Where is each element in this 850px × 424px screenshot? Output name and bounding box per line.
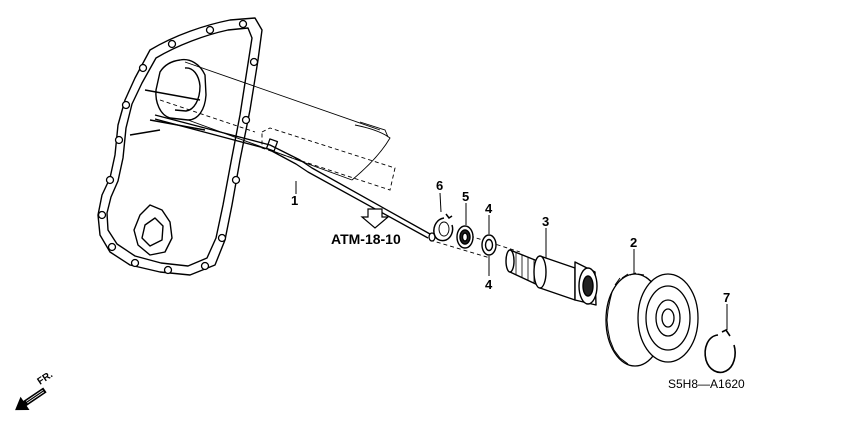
- shaft-3: [505, 249, 598, 306]
- snap-ring-7: [704, 328, 736, 374]
- callout-4-top: 4: [485, 201, 493, 216]
- reference-label: ATM-18-10: [331, 231, 401, 247]
- front-direction-label: FR.: [36, 369, 56, 387]
- dashed-guides: [159, 99, 521, 259]
- callout-1: 1: [291, 193, 298, 208]
- washer-4: [481, 234, 497, 256]
- projection-lines: [184, 61, 391, 181]
- bearing-5: [456, 225, 474, 249]
- callout-4-bottom: 4: [485, 277, 493, 292]
- feed-pipe: [154, 114, 436, 242]
- callout-6: 6: [436, 178, 443, 193]
- front-direction-arrow-icon: [15, 387, 47, 411]
- snap-ring-6: [433, 213, 454, 242]
- callout-7: 7: [723, 290, 730, 305]
- diagram-code: S5H8—A1620: [668, 377, 745, 391]
- callout-2: 2: [630, 235, 637, 250]
- flange-bolt-holes: [97, 19, 259, 275]
- callout-5: 5: [462, 189, 469, 204]
- arrow-down-icon: [360, 208, 390, 229]
- case-cover: [97, 17, 263, 276]
- callout-3: 3: [542, 214, 549, 229]
- leader-lines: [295, 181, 728, 330]
- gear-2: [605, 272, 699, 367]
